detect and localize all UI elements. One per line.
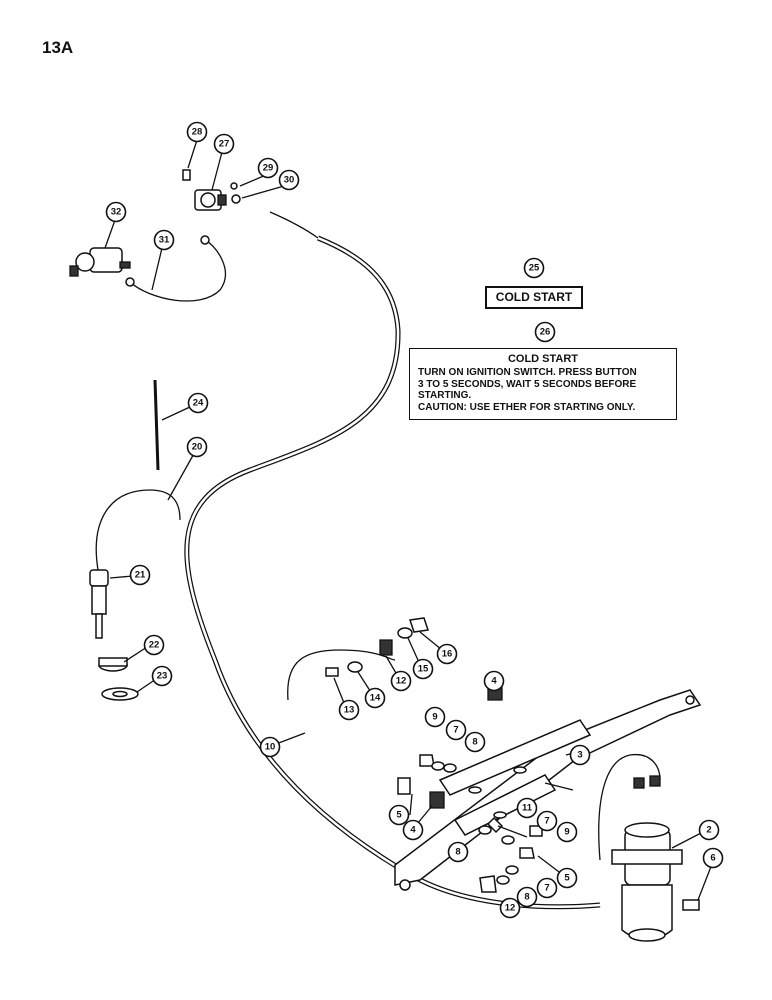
callout-number: 15 [418, 664, 429, 675]
callout-number: 28 [192, 127, 203, 138]
callout-10: 10 [259, 736, 281, 758]
callout-5b: 5 [556, 867, 578, 889]
callout-24: 24 [187, 392, 209, 414]
callout-number: 8 [524, 892, 529, 903]
callout-number: 5 [396, 810, 402, 821]
callout-number: 20 [192, 442, 203, 453]
callout-29: 29 [257, 157, 279, 179]
callout-22: 22 [143, 634, 165, 656]
leader-lines [104, 139, 713, 901]
callout-number: 12 [396, 676, 407, 687]
callout-8b: 8 [447, 841, 469, 863]
decal-line: TURN ON IGNITION SWITCH. PRESS BUTTON [418, 367, 637, 378]
wire-20 [95, 489, 181, 571]
callout-number: 4 [410, 825, 416, 836]
callout-7: 7 [445, 719, 467, 741]
callout-16: 16 [436, 643, 458, 665]
decal-line: CAUTION: USE ETHER FOR STARTING ONLY. [418, 401, 636, 413]
callout-number: 4 [491, 676, 497, 687]
callout-25: 25 [523, 257, 545, 279]
callout-number: 27 [219, 139, 230, 150]
callout-number: 8 [455, 847, 460, 858]
callout-9: 9 [424, 706, 446, 728]
callout-number: 29 [263, 163, 274, 174]
callout-number: 32 [111, 207, 122, 218]
callout-8: 8 [464, 731, 486, 753]
callout-7b: 7 [536, 810, 558, 832]
callout-number: 12 [505, 903, 516, 914]
callout-number: 8 [472, 737, 477, 748]
callout-number: 7 [544, 816, 549, 827]
page-number: 13A [42, 38, 74, 57]
wire-31 [129, 239, 226, 302]
decal-line: STARTING. [418, 390, 472, 401]
hardware-small-parts [325, 617, 700, 911]
ignition-switch [69, 247, 131, 277]
callout-6: 6 [702, 847, 724, 869]
callout-23: 23 [151, 665, 173, 687]
callout-15: 15 [412, 658, 434, 680]
callout-number: 9 [564, 827, 569, 838]
callout-13: 13 [338, 699, 360, 721]
callout-5: 5 [388, 804, 410, 826]
callout-20: 20 [186, 436, 208, 458]
callout-number: 13 [344, 705, 355, 716]
control-cable [269, 211, 319, 239]
callout-number: 21 [135, 570, 146, 581]
callout-number: 25 [529, 263, 540, 274]
callout-4: 4 [483, 670, 505, 692]
callout-7c: 7 [536, 877, 558, 899]
callout-number: 30 [284, 175, 295, 186]
decal-line: 3 TO 5 SECONDS, WAIT 5 SECONDS BEFORE [418, 378, 637, 390]
callout-3: 3 [569, 744, 591, 766]
callout-27: 27 [213, 133, 235, 155]
callout-number: 9 [432, 712, 437, 723]
callout-28: 28 [186, 121, 208, 143]
callout-number: 14 [370, 693, 381, 704]
cold-start-valve [89, 569, 139, 701]
callout-number: 26 [540, 327, 551, 338]
callout-number: 31 [159, 235, 170, 246]
callout-number: 23 [157, 671, 168, 682]
callout-32: 32 [105, 201, 127, 223]
callout-4b: 4 [402, 819, 424, 841]
callout-21: 21 [129, 564, 151, 586]
callout-31: 31 [153, 229, 175, 251]
callout-number: 10 [265, 742, 276, 753]
decal-cold-start-instructions: COLD START TURN ON IGNITION SWITCH. PRES… [409, 348, 677, 420]
callout-12: 12 [390, 670, 412, 692]
callout-number: 16 [442, 649, 453, 660]
callout-26: 26 [534, 321, 556, 343]
callout-30: 30 [278, 169, 300, 191]
callout-number: 7 [453, 725, 458, 736]
callout-number: 2 [706, 825, 711, 836]
callout-number: 11 [522, 803, 533, 814]
push-button-switch [182, 169, 241, 211]
callout-9b: 9 [556, 821, 578, 843]
callout-number: 6 [710, 853, 715, 864]
tie-strap [153, 379, 160, 471]
callout-14: 14 [364, 687, 386, 709]
callout-number: 22 [149, 640, 160, 651]
callout-8c: 8 [516, 886, 538, 908]
callout-2: 2 [698, 819, 720, 841]
callout-number: 5 [564, 873, 570, 884]
callout-number: 7 [544, 883, 549, 894]
callout-11: 11 [516, 797, 538, 819]
solenoid-wire [598, 753, 661, 861]
callout-number: 24 [193, 398, 204, 409]
callout-number: 3 [577, 750, 582, 761]
mounting-bracket [394, 689, 702, 886]
decal-cold-start-label: COLD START [485, 286, 583, 309]
decal-title: COLD START [507, 353, 579, 365]
callout-12b: 12 [499, 897, 521, 919]
